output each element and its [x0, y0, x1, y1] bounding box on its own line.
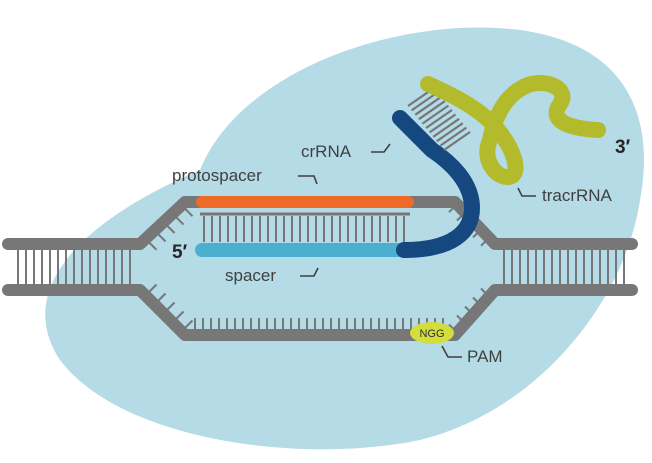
- base-pair-rung: [165, 301, 176, 312]
- ngg-label: NGG: [419, 328, 444, 340]
- base-pair-rung: [165, 224, 176, 234]
- base-pair-rung: [147, 241, 158, 251]
- base-pair-rung: [174, 310, 185, 321]
- crRNA-strand: [392, 110, 481, 258]
- base-pair-rung: [436, 122, 464, 143]
- base-pair-rung: [439, 126, 468, 147]
- crrna-label: crRNA: [301, 142, 352, 161]
- crrna-leader: [371, 143, 391, 153]
- base-pair-rung: [410, 91, 439, 112]
- base-pair-rung: [174, 215, 185, 226]
- pam-leader: [441, 345, 462, 358]
- base-pair-rung: [418, 100, 446, 121]
- pam-site: [410, 322, 454, 344]
- base-pair-rung: [156, 292, 167, 303]
- pam-label: PAM: [467, 347, 503, 366]
- tracrrna-leader: [517, 187, 536, 197]
- dna-bottom-strand: [2, 284, 638, 341]
- protospacer-leader: [298, 175, 318, 185]
- base-pair-rung: [432, 117, 460, 138]
- five-prime-label: 5′: [172, 242, 188, 263]
- base-pair-rung: [428, 113, 457, 134]
- spacer-leader: [300, 267, 319, 277]
- tracrrna-label: tracrRNA: [542, 186, 613, 205]
- base-pair-rung: [183, 319, 194, 330]
- spacer-label: spacer: [225, 266, 276, 285]
- tracrRNA-strand: [420, 75, 606, 185]
- base-pair-rung: [147, 283, 158, 294]
- base-pair-rung: [414, 95, 442, 116]
- base-pair-rung: [156, 232, 167, 243]
- base-pair-rung: [183, 207, 194, 217]
- protospacer-spacer-pairing-rungs: [203, 216, 405, 242]
- base-pair-rung: [425, 109, 453, 129]
- three-prime-label: 3′: [615, 137, 631, 158]
- base-pair-rung: [443, 131, 471, 151]
- protospacer-label: protospacer: [172, 166, 262, 185]
- base-pair-rung: [421, 104, 450, 125]
